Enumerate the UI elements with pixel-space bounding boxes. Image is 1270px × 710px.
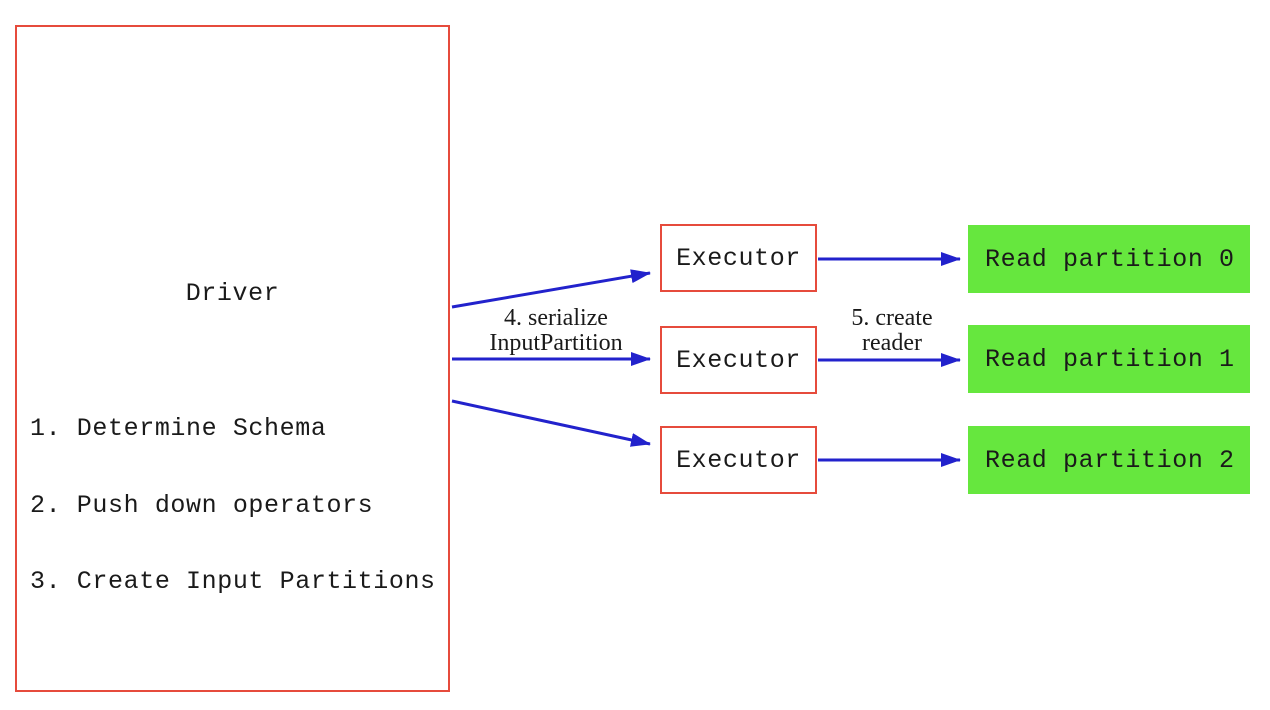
executor-box-0: Executor [660, 224, 817, 292]
driver-step-3: 3. Create Input Partitions [30, 567, 436, 596]
read-partition-label-1: Read partition 1 [985, 344, 1235, 374]
driver-title: Driver [185, 279, 280, 308]
arrow-driver-to-executor-2 [451, 399, 651, 447]
edge-label-serialize-line1: 4. serialize [504, 305, 608, 331]
executor-label-0: Executor [676, 243, 801, 273]
driver-box [15, 25, 450, 692]
read-partition-box-1: Read partition 1 [968, 325, 1250, 393]
executor-label-2: Executor [676, 445, 801, 475]
executor-box-1: Executor [660, 326, 817, 394]
read-partition-label-0: Read partition 0 [985, 244, 1235, 274]
edge-label-serialize-inputpartition: 4. serialize InputPartition [446, 306, 666, 356]
read-partition-label-2: Read partition 2 [985, 445, 1235, 475]
driver-steps-list: 1. Determine Schema 2. Push down operato… [30, 365, 436, 646]
edge-label-reader-line1: 5. create [851, 305, 933, 331]
edge-label-reader-line2: reader [862, 330, 922, 356]
driver-step-2: 2. Push down operators [30, 490, 374, 520]
edge-label-serialize-line2: InputPartition [489, 330, 623, 356]
edge-label-create-reader: 5. create reader [792, 306, 992, 356]
driver-step-1: 1. Determine Schema [30, 414, 327, 443]
read-partition-box-2: Read partition 2 [968, 426, 1250, 494]
executor-box-2: Executor [660, 426, 817, 494]
executor-label-1: Executor [676, 345, 801, 375]
read-partition-box-0: Read partition 0 [968, 225, 1250, 293]
arrow-driver-to-executor-0 [451, 269, 651, 309]
